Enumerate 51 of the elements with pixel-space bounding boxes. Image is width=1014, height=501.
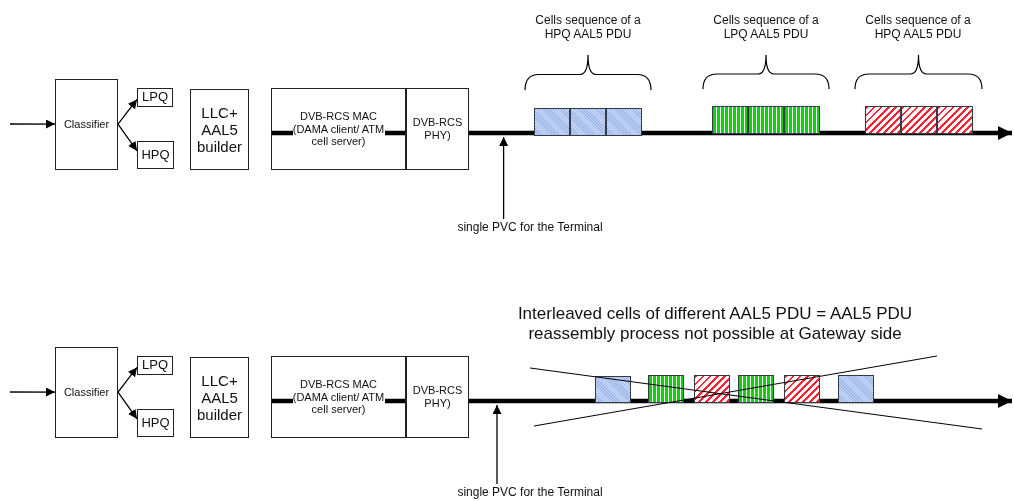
queue-box <box>137 141 174 169</box>
arrow <box>9 119 56 129</box>
atm-cell <box>534 108 570 136</box>
arrow <box>117 391 138 420</box>
process-box <box>190 357 249 438</box>
atm-cell <box>748 106 784 134</box>
atm-cell <box>838 375 874 403</box>
process-box <box>406 356 469 438</box>
box-label: LPQ <box>142 358 168 373</box>
atm-cell <box>694 375 730 403</box>
process-box <box>55 79 118 170</box>
brace-label: Cells sequence of a HPQ AAL5 PDU <box>534 13 642 42</box>
process-box <box>55 347 118 438</box>
process-box <box>406 88 469 170</box>
box-label: Classifier <box>63 118 110 131</box>
leader-line <box>499 136 509 220</box>
process-box <box>190 89 249 170</box>
atm-cell <box>784 375 820 403</box>
atm-cell <box>570 108 606 136</box>
atm-cell <box>784 106 820 134</box>
box-label: LPQ <box>142 90 168 105</box>
atm-cell <box>901 106 937 134</box>
box-label: DVB-RCS MAC (DAMA client/ ATM cell server) <box>292 110 385 148</box>
box-label: HPQ <box>141 147 170 163</box>
leader-line <box>492 404 502 485</box>
atm-cell <box>648 375 684 403</box>
process-box <box>271 88 406 170</box>
brace-label: Cells sequence of a LPQ AAL5 PDU <box>712 13 820 42</box>
annotation-text: single PVC for the Terminal <box>420 219 640 235</box>
box-label: DVB-RCS MAC (DAMA client/ ATM cell server) <box>292 378 385 416</box>
box-label: HPQ <box>141 415 170 431</box>
box-label: DVB-RCS PHY) <box>407 116 468 142</box>
atm-cell <box>865 106 901 134</box>
atm-cell <box>712 106 748 134</box>
queue-box <box>137 409 174 437</box>
atm-cell <box>937 106 973 134</box>
arrow <box>9 387 56 397</box>
queue-box <box>137 356 173 375</box>
arrow <box>117 123 138 152</box>
queue-box <box>137 88 173 107</box>
arrow <box>117 366 138 393</box>
box-label: DVB-RCS PHY) <box>407 384 468 410</box>
note-text: Interleaved cells of different AAL5 PDU = AAL5 PDU reassembly process not possible at Gateway side <box>516 304 914 345</box>
brace-label: Cells sequence of a HPQ AAL5 PDU <box>864 13 972 42</box>
process-box <box>271 356 406 438</box>
box-label: Classifier <box>63 386 110 399</box>
atm-cell <box>738 375 774 403</box>
atm-cell <box>595 376 631 403</box>
annotation-text: single PVC for the Terminal <box>420 484 640 500</box>
arrow <box>117 98 138 125</box>
atm-cell <box>606 108 642 136</box>
